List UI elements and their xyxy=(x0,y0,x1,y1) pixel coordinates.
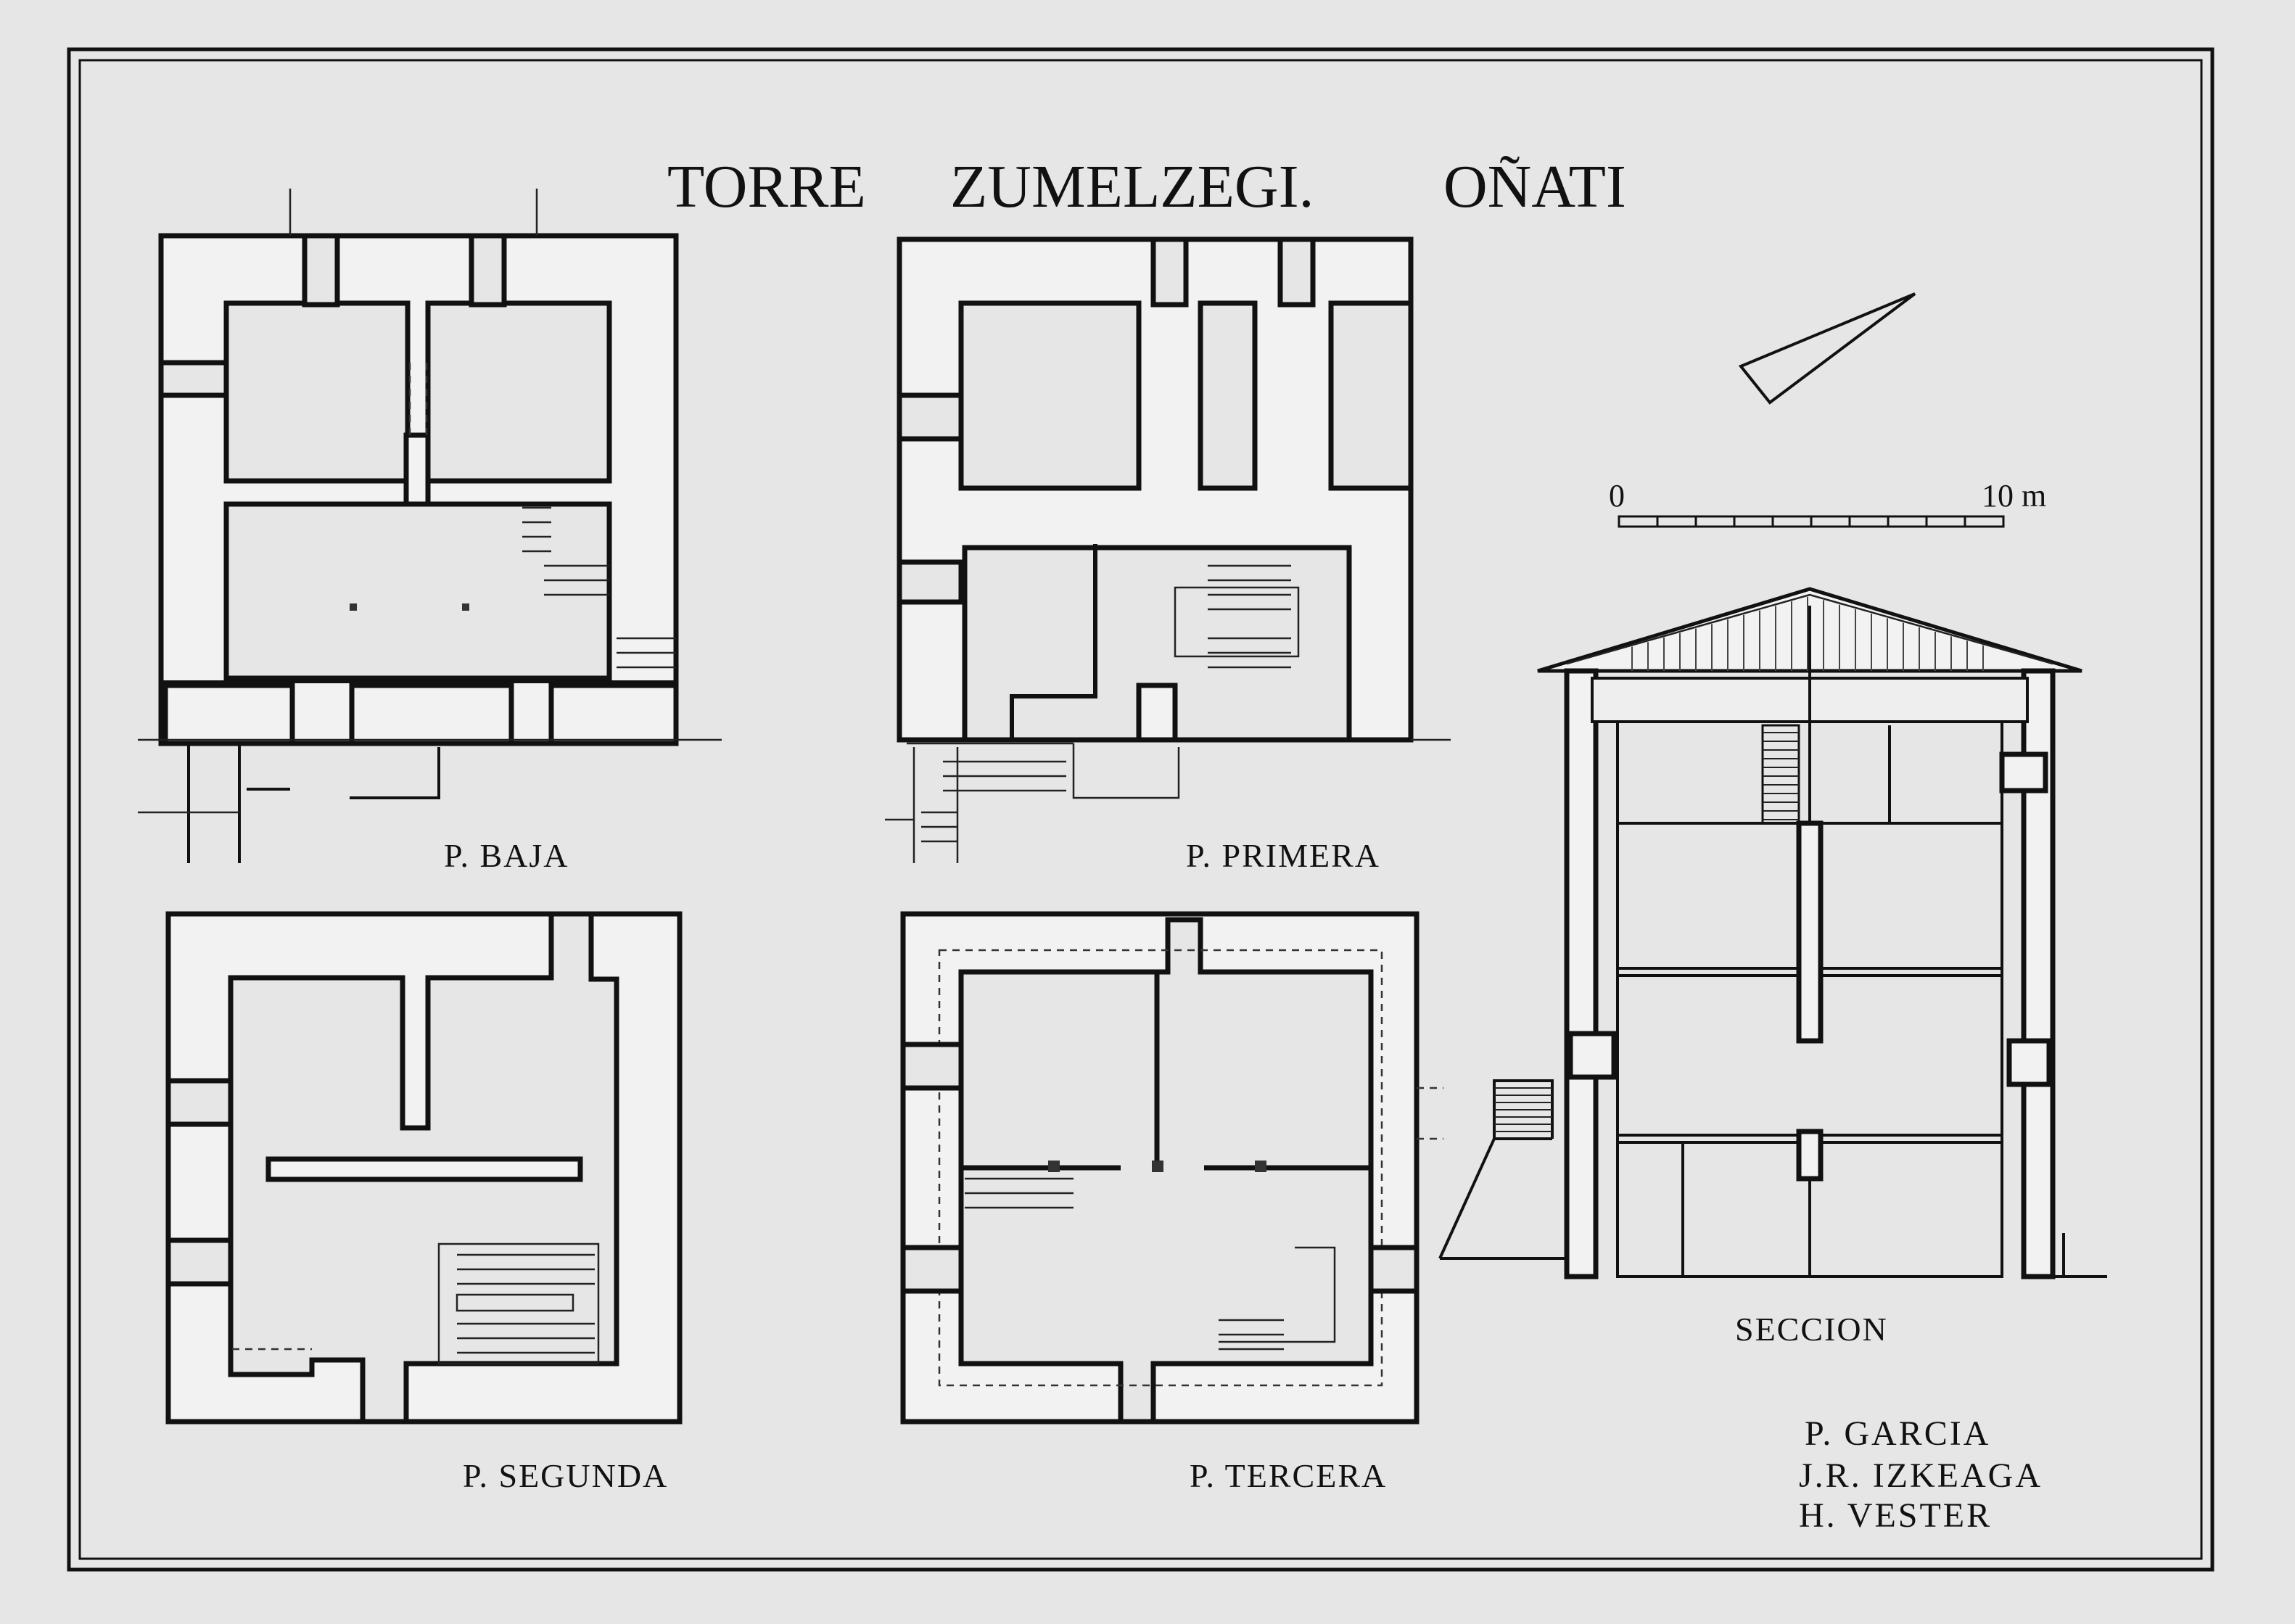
roof-rafters xyxy=(1631,596,1984,671)
section-stair xyxy=(1761,724,1800,825)
author-2: J.R. IZKEAGA xyxy=(1799,1456,2043,1495)
scale-ticks xyxy=(1656,516,1966,527)
plan-label-baja: P. BAJA xyxy=(444,837,569,874)
section-drawing xyxy=(1438,587,2107,1279)
plan-label-tercera: P. TERCERA xyxy=(1190,1457,1387,1494)
room xyxy=(1328,300,1414,491)
author-3: H. VESTER xyxy=(1799,1496,1992,1535)
plan-label-segunda: P. SEGUNDA xyxy=(463,1457,668,1494)
section-label: SECCION xyxy=(1735,1311,1888,1348)
plan-primera xyxy=(885,236,1451,863)
scale-start-label: 0 xyxy=(1609,478,1625,514)
stair xyxy=(1174,564,1300,669)
scale-end-label: 10 m xyxy=(1982,478,2046,514)
title-part-2: ZUMELZEGI. xyxy=(950,153,1314,220)
author-1: P. GARCIA xyxy=(1805,1414,1990,1453)
room xyxy=(223,300,411,484)
outer-frame xyxy=(67,47,2214,1572)
inner-frame xyxy=(78,59,2203,1560)
plan-baja xyxy=(138,189,722,863)
stair xyxy=(965,1177,1336,1351)
scale-bar: 0 10 m xyxy=(1609,478,2046,528)
interior xyxy=(958,917,1374,1425)
hall xyxy=(223,501,612,681)
external-stair xyxy=(1494,1087,1552,1132)
plan-tercera xyxy=(900,911,1443,1425)
stair-frame xyxy=(1761,724,1800,825)
plan-label-primera: P. PRIMERA xyxy=(1186,837,1380,874)
stair xyxy=(437,1242,600,1365)
title-part-1: TORRE xyxy=(667,153,866,220)
stair xyxy=(921,760,1066,843)
north-arrow-icon xyxy=(1738,292,1916,405)
room xyxy=(1198,300,1258,491)
title: TORRE ZUMELZEGI. OÑATI xyxy=(667,153,1626,220)
plan-segunda xyxy=(165,911,683,1425)
room xyxy=(958,300,1142,491)
room xyxy=(425,300,612,484)
stair xyxy=(522,506,676,669)
title-part-3: OÑATI xyxy=(1443,153,1626,220)
